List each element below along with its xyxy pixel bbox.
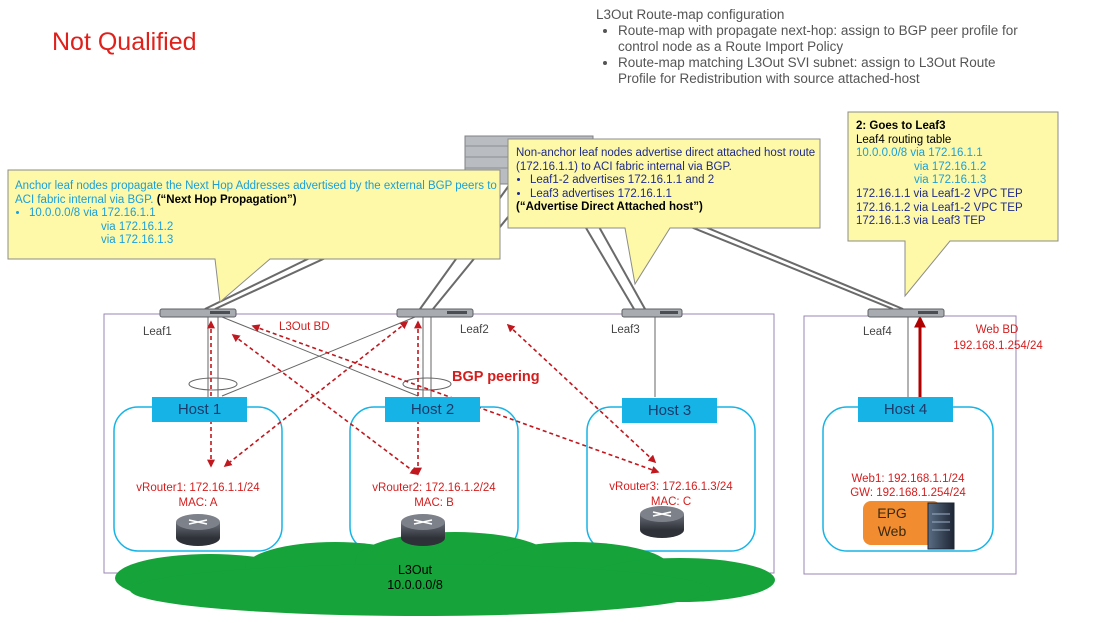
- host4-label: Host 4: [858, 397, 953, 422]
- vrouter2-ip: vRouter2: 172.16.1.2/24: [372, 482, 496, 494]
- l3out-bd-label: L3Out BD: [279, 321, 330, 333]
- host1-label: Host 1: [152, 397, 247, 422]
- router-icon-1: [176, 514, 220, 546]
- nonanchor-callout-text: Non-anchor leaf nodes advertise direct a…: [516, 147, 816, 215]
- leaf3-label: Leaf3: [611, 324, 640, 336]
- server-icon: [927, 502, 955, 550]
- anchor-callout-bubble: [7, 169, 501, 303]
- config-heading: L3Out Route-map configuration: [596, 7, 785, 22]
- epg-web-label: Web: [877, 523, 907, 539]
- leaf4-route: 172.16.1.2 via Leaf1-2 VPC TEP: [856, 201, 1023, 214]
- nonanchor-callout-bubble: [507, 138, 821, 286]
- l3out-subnet: 10.0.0.0/8: [387, 578, 443, 592]
- bgp-peering-label: BGP peering: [452, 369, 540, 385]
- anchor-line: Anchor leaf nodes propagate the Next Hop…: [15, 180, 497, 206]
- anchor-bold: (“Next Hop Propagation”): [156, 193, 297, 206]
- epg-label: EPG: [877, 505, 907, 521]
- l3out-cloud: [115, 532, 775, 616]
- leaf4-label: Leaf4: [863, 326, 892, 338]
- web-bd-label: Web BD: [975, 324, 1019, 336]
- anchor-route: 10.0.0.0/8 via 172.16.1.1: [29, 207, 497, 221]
- leaf4-callout-text: 2: Goes to Leaf3 Leaf4 routing table 10.…: [856, 120, 1056, 229]
- anchor-via2: via 172.16.1.2: [101, 220, 174, 233]
- nonanchor-bullet: Leaf1-2 advertises 172.16.1.1 and 2: [530, 174, 816, 188]
- page-title: Not Qualified: [52, 28, 197, 56]
- leaf4-callout-bubble: [847, 111, 1059, 298]
- vrouter1-mac: MAC: A: [178, 497, 218, 509]
- route-map-config: L3Out Route-map configuration Route-map …: [596, 7, 1036, 87]
- nonanchor-line: Non-anchor leaf nodes advertise direct a…: [516, 147, 816, 173]
- gw-ip: GW: 192.168.1.254/24: [850, 487, 966, 499]
- vrouter3-ip: vRouter3: 172.16.1.3/24: [609, 481, 733, 493]
- leaf2-switch-icon: [396, 308, 474, 318]
- router-icon-2: [401, 514, 445, 546]
- l3out-label: L3Out: [397, 563, 433, 577]
- host2-label: Host 2: [385, 397, 480, 422]
- leaf4-heading: 2: Goes to Leaf3: [856, 120, 946, 132]
- leaf1-switch-icon: [159, 308, 237, 318]
- anchor-via3: via 172.16.1.3: [101, 234, 174, 247]
- leaf4-route: 172.16.1.3 via Leaf3 TEP: [856, 215, 986, 228]
- vrouter1-ip: vRouter1: 172.16.1.1/24: [136, 482, 260, 494]
- leaf4-route: via 172.16.1.3: [914, 174, 987, 187]
- epg-web-box: [863, 501, 941, 545]
- vrouter3-mac: MAC: C: [650, 496, 692, 508]
- web1-ip: Web1: 192.168.1.1/24: [851, 473, 965, 485]
- leaf4-route: 172.16.1.1 via Leaf1-2 VPC TEP: [856, 187, 1023, 200]
- router-icon-3: [640, 506, 684, 538]
- leaf1-label: Leaf1: [143, 326, 172, 338]
- bgp-peering-arrows: [207, 320, 660, 476]
- anchor-callout-text: Anchor leaf nodes propagate the Next Hop…: [15, 180, 497, 248]
- leaf2-label: Leaf2: [460, 324, 489, 336]
- config-bullet: Route-map matching L3Out SVI subnet: ass…: [618, 55, 1036, 87]
- vrouter2-mac: MAC: B: [414, 497, 454, 509]
- nonanchor-bold: (“Advertise Direct Attached host”): [516, 201, 703, 214]
- leaf3-switch-icon: [621, 308, 683, 318]
- host3-label: Host 3: [622, 398, 717, 423]
- leaf4-switch-icon: [867, 308, 945, 318]
- web-bd-subnet: 192.168.1.254/24: [953, 340, 1043, 352]
- leaf4-sub: Leaf4 routing table: [856, 133, 952, 146]
- leaf4-route: via 172.16.1.2: [914, 160, 987, 173]
- leaf4-route: 10.0.0.0/8 via 172.16.1.1: [856, 147, 983, 160]
- config-bullet: Route-map with propagate next-hop: assig…: [618, 23, 1036, 55]
- nonanchor-bullet: Leaf3 advertises 172.16.1.1: [530, 188, 816, 202]
